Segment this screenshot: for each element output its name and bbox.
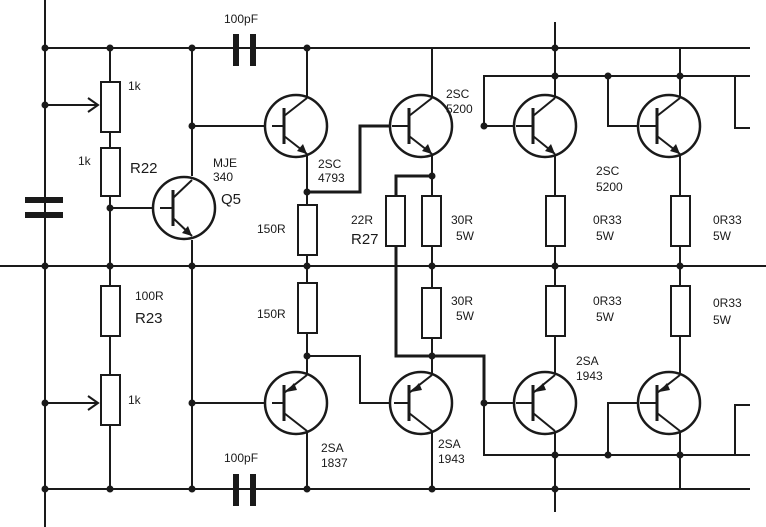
emitter-resistors: 0R33 5W 0R33 5W 0R33 5W 0R33 5W xyxy=(545,195,742,375)
transistor-driver-pnp: 2SA 1837 xyxy=(192,370,348,489)
resistors-150r: 150R 150R xyxy=(257,204,318,395)
driver-top-a: 2SC xyxy=(318,157,342,171)
r-out2-bot-b: 5W xyxy=(713,313,732,327)
r30-bottom-a: 30R xyxy=(451,294,473,308)
r150-bottom-label: 150R xyxy=(257,307,286,321)
transistor-output-npn-2: 2SC 5200 xyxy=(596,48,702,196)
transistor-output-pnp-1: 2SA 1943 xyxy=(512,354,603,489)
q5-part-a: MJE xyxy=(213,156,237,170)
r-out2-bot-a: 0R33 xyxy=(713,296,742,310)
out-bot-a: 2SA xyxy=(576,354,599,368)
r30-top-b: 5W xyxy=(456,229,475,243)
r-out1-bot-b: 5W xyxy=(596,310,615,324)
r30-bottom-b: 5W xyxy=(456,309,475,323)
capacitor-bottom-label: 100pF xyxy=(224,451,258,465)
r23-name-label: R23 xyxy=(135,310,163,327)
q-top-mid-b: 5200 xyxy=(446,102,473,116)
q5-part-b: 340 xyxy=(213,170,233,184)
out-top-b: 5200 xyxy=(596,180,623,194)
resistors-mid-column: 22R R27 30R 5W 30R 5W xyxy=(351,154,486,404)
transistor-mid-npn: 2SC 5200 xyxy=(307,48,473,194)
out-bot-b: 1943 xyxy=(576,369,603,383)
r-out1-top-a: 0R33 xyxy=(593,213,622,227)
driver-top-b: 4793 xyxy=(318,171,345,185)
r30-top-a: 30R xyxy=(451,213,473,227)
driver-bottom-a: 2SA xyxy=(321,441,344,455)
q-bot-mid-b: 1943 xyxy=(438,452,465,466)
r27-value-label: 22R xyxy=(351,213,373,227)
capacitor-100pf-bottom: 100pF xyxy=(224,451,258,506)
r27-name-label: R27 xyxy=(351,231,379,248)
junction-dots xyxy=(41,44,684,493)
capacitor-top-label: 100pF xyxy=(224,12,258,26)
q5-name-label: Q5 xyxy=(221,191,241,208)
out-top-a: 2SC xyxy=(596,164,620,178)
capacitor-100pf-top: 100pF xyxy=(224,12,258,66)
pot-top-label: 1k xyxy=(128,79,142,93)
q-top-mid-a: 2SC xyxy=(446,87,470,101)
left-capacitor xyxy=(25,197,63,218)
bias-network: 1k 1k R22 100R R23 1k xyxy=(45,48,164,489)
output-bus xyxy=(483,75,750,456)
r-out1-top-b: 5W xyxy=(596,229,615,243)
pot-bottom-label: 1k xyxy=(128,393,142,407)
driver-bottom-b: 1837 xyxy=(321,456,348,470)
r-out2-top-b: 5W xyxy=(713,229,732,243)
r-out2-top-a: 0R33 xyxy=(713,213,742,227)
transistor-output-pnp-2 xyxy=(636,370,702,489)
transistor-q5: MJE 340 Q5 xyxy=(110,48,241,489)
transistor-mid-pnp: 2SA 1943 xyxy=(307,355,465,489)
r150-top-label: 150R xyxy=(257,222,286,236)
r23-value-label: 100R xyxy=(135,289,164,303)
r-out1-bot-a: 0R33 xyxy=(593,294,622,308)
transistor-driver-npn: 2SC 4793 xyxy=(192,48,345,205)
transistor-output-npn-1 xyxy=(512,48,578,196)
r22-value-label: 1k xyxy=(78,154,92,168)
r22-name-label: R22 xyxy=(130,160,158,177)
q-bot-mid-a: 2SA xyxy=(438,437,461,451)
